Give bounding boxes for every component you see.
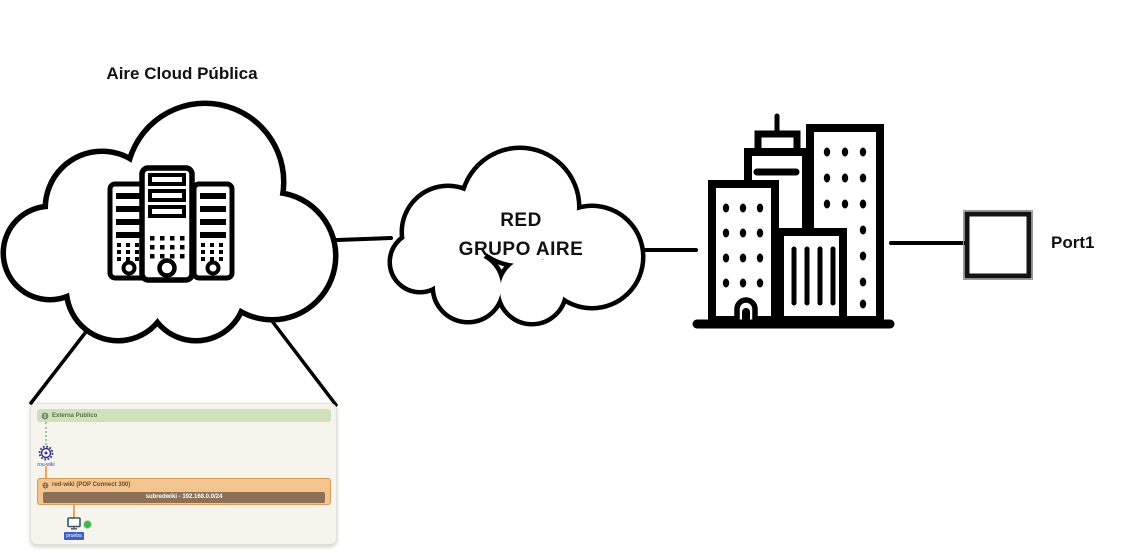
building-icon: [692, 113, 895, 329]
instance-node: prueba: [59, 517, 91, 540]
instance-label: prueba: [64, 532, 84, 540]
network-icon: [42, 482, 49, 488]
public-cloud-title: Aire Cloud Pública: [106, 64, 258, 83]
router-network-link: [45, 466, 47, 478]
public-cloud-icon: [0, 100, 339, 344]
external-network-label: Externa Publico: [52, 412, 98, 419]
link-cloud1-cloud2: [335, 236, 393, 242]
external-network-bar: Externa Publico: [37, 409, 331, 422]
router-external-link: [45, 422, 47, 445]
server-rack-icon: [107, 165, 235, 283]
port-label: Port1: [1051, 233, 1095, 252]
network-instance-link: [73, 505, 75, 518]
instance-icon-wrap: [59, 517, 91, 531]
router-icon: [38, 445, 54, 461]
router-node: rou-wiki: [36, 445, 56, 468]
port-node: [963, 210, 1033, 280]
topology-inset-panel: Externa Publico rou-wiki red-wiki (POP C…: [30, 403, 337, 545]
network-header-bar: red-wiki (POP Connect 300): [38, 479, 330, 491]
monitor-icon: [67, 517, 81, 530]
network-block: red-wiki (POP Connect 300) subredwiki - …: [37, 478, 331, 505]
connection-lines: [335, 236, 969, 252]
wan-cloud-label: RED GRUPO AIRE: [421, 206, 621, 264]
subnet-bar: subredwiki - 192.168.0.0/24: [43, 492, 325, 503]
globe-icon: [41, 412, 49, 419]
network-label: red-wiki (POP Connect 300): [52, 482, 131, 488]
wan-cloud-icon: [387, 145, 646, 327]
wan-cloud-label-line2: GRUPO AIRE: [458, 239, 584, 260]
wan-cloud-label-line1: RED: [500, 210, 542, 231]
instance-status-dot: [84, 521, 91, 528]
router-label: rou-wiki: [37, 462, 55, 468]
